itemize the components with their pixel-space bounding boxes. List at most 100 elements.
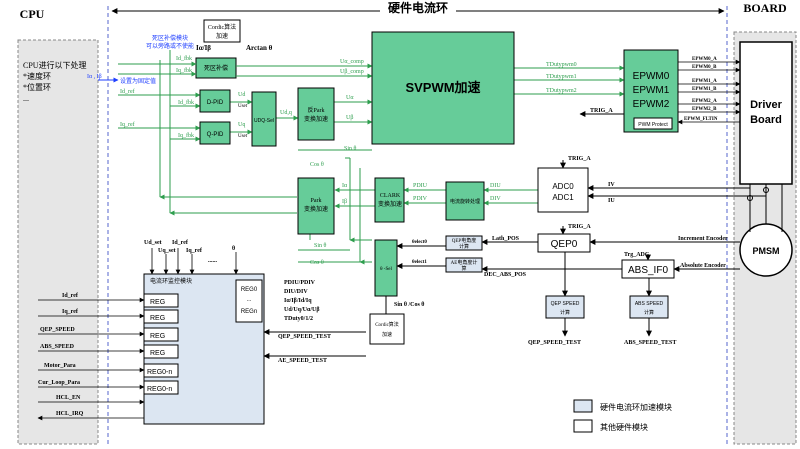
adc-line1: ADC0 xyxy=(552,182,574,191)
legend-other-swatch xyxy=(573,419,593,433)
sig-tduty0: TDutypwm0 xyxy=(546,62,577,68)
cordic-bottom-line2: 加速 xyxy=(382,331,392,338)
dec-abs-pos-label: DEC_ABS_POS xyxy=(484,272,527,278)
sig-tduty1: TDutypwm1 xyxy=(546,74,577,80)
sensor-dot-2 xyxy=(763,187,769,193)
pwm-protect-label: PWM Protect xyxy=(638,122,668,128)
epwm-output-lines xyxy=(677,59,741,125)
top-dots: ...... xyxy=(208,258,218,264)
park-block xyxy=(297,177,335,235)
top-theta: θ xyxy=(232,246,235,252)
clark-line1: CLARK xyxy=(380,193,401,199)
ipark-line1: 反Park xyxy=(308,106,325,114)
incremental-enc-label: Increment Encoder xyxy=(678,236,728,242)
monitor-reg0: REG0 xyxy=(241,287,258,293)
trig-a-label-1: TRIG_A xyxy=(590,108,613,114)
green-signal-labels: Id_fbk Iq_fbk Id_ref Id_fbk Iq_ref Iq_fb… xyxy=(120,55,577,266)
sig-id-fdbk-1: Id_fbk xyxy=(176,55,192,62)
id-iq-note: Iα , Iβ xyxy=(87,74,102,80)
input-id-ref: Id_ref xyxy=(62,293,79,299)
ipark-block xyxy=(297,87,335,141)
sig-ud-set: Uset xyxy=(238,104,248,109)
udq-sel-label: UDQ-Sel xyxy=(254,118,274,124)
sig-di-v: DIV xyxy=(490,196,501,202)
theta-sel-label: θ -Sel xyxy=(380,267,392,272)
monitor-qep-speed-test: QEP_SPEED_TEST xyxy=(278,334,331,340)
lath-pos-label: Lath_POS xyxy=(492,236,520,242)
epwm0-label: EPWM0 xyxy=(633,71,670,82)
sig-u-comp2: Uβ_comp xyxy=(340,69,364,75)
svpwm-label: SVPWM加速 xyxy=(405,80,480,95)
sig-id-fdbk-2: Id_fbk xyxy=(178,99,194,106)
board-region-title: BOARD xyxy=(743,1,787,15)
cpu-line-3: *位置环 xyxy=(23,82,51,92)
monitor-input-labels: Id_ref Iq_ref QEP_SPEED ABS_SPEED Motor_… xyxy=(38,293,84,417)
clark-line2: 变换加速 xyxy=(378,200,402,208)
current-rot-label: 电流旋转处理 xyxy=(450,198,480,205)
d-pid-label: D-PID xyxy=(207,100,224,106)
theta-elec1: θelect1 xyxy=(412,260,427,265)
qep-speed-line2: 计算 xyxy=(560,309,570,316)
udq-sel-block xyxy=(251,91,277,147)
qep-speed-line1: QEP SPEED xyxy=(551,301,580,307)
epwm1-b: EPWM1_B xyxy=(692,87,717,92)
theta-elec0: θelect0 xyxy=(412,240,427,245)
driver-board-line1: Driver xyxy=(750,99,783,111)
input-motor-para: Motor_Para xyxy=(44,363,76,369)
sig-iq-fdbk-1: Iq_fbk xyxy=(176,67,192,74)
input-abs-speed: ABS_SPEED xyxy=(40,344,75,350)
arctan-io: Iα/Iβ xyxy=(196,44,211,52)
cpu-region-title: CPU xyxy=(20,7,45,21)
monitor-top-labels: Ud_set Uq_set Id_ref Iq_ref ...... θ xyxy=(144,240,235,264)
monitor-out-2: DIU/DIV xyxy=(284,289,308,295)
trig-a-label-3: TRIG_A xyxy=(568,224,591,230)
epwm2-a: EPWM2_A xyxy=(692,99,717,104)
driver-board-block xyxy=(739,41,793,185)
sig-id-ref: Id_ref xyxy=(120,88,135,95)
pwm-protect-block xyxy=(633,117,673,130)
cpu-line-1: CPU进行以下处理 xyxy=(23,60,87,70)
sig-uq: Uq xyxy=(238,122,245,128)
sig-tduty2: TDutypwm2 xyxy=(546,88,577,94)
reg-label-3: REG xyxy=(150,333,165,340)
trig-adc-label: Trg_ADC xyxy=(624,252,649,258)
monitor-ae-speed-test: AE_SPEED_TEST xyxy=(278,358,327,364)
driver-board-line2: Board xyxy=(750,114,782,126)
monitor-out-5: TDuty0/1/2 xyxy=(284,316,313,322)
current-rot-block xyxy=(445,181,485,221)
sig-iq-fdbk-2: Iq_fbk xyxy=(178,132,194,139)
abs-if0-label: ABS_IF0 xyxy=(628,265,668,276)
sig-sin-bot: Sin θ xyxy=(314,243,327,249)
cordic-bottom-block xyxy=(369,313,405,345)
epwm1-label: EPWM1 xyxy=(633,85,670,96)
sig-pdi-u: PDIU xyxy=(413,183,428,189)
epwm2-label: EPWM2 xyxy=(633,99,670,110)
abs-speed-line2: 计算 xyxy=(644,309,654,316)
abs-speed-test-label: ABS_SPEED_TEST xyxy=(624,340,676,346)
sig-sin-top: Sin θ xyxy=(344,146,357,152)
epwm1-a: EPWM1_A xyxy=(692,79,717,84)
park-line1: Park xyxy=(311,198,322,204)
clark-block xyxy=(374,177,405,223)
qep-angle-line2: 计算 xyxy=(459,243,469,250)
ae-angle-line1: AE电角度计 xyxy=(451,259,478,266)
abs-speed-line1: ABS SPEED xyxy=(635,301,664,307)
monitor-output-labels: PDIU/PDIV DIU/DIV Iα/Iβ/Id/Iq Ud/Uq/Uα/U… xyxy=(278,280,331,364)
reg-label-6: REG0-n xyxy=(147,386,172,393)
epwm2-b: EPWM2_B xyxy=(692,107,717,112)
epwm0-b: EPWM0_B xyxy=(692,65,717,70)
monitor-regs-box xyxy=(235,279,263,323)
trig-a-label-2: TRIG_A xyxy=(568,156,591,162)
adc-block xyxy=(537,167,589,213)
svpwm-block xyxy=(371,31,515,145)
ae-angle-block xyxy=(445,257,483,273)
epwm-output-labels: EPWM0_A EPWM0_B EPWM1_A EPWM1_B EPWM2_A … xyxy=(684,57,718,122)
epwm0-a: EPWM0_A xyxy=(692,57,717,62)
reg-label-2: REG xyxy=(150,315,165,322)
cordic-top-block xyxy=(203,19,241,43)
absolute-enc-label: Absolute Encoder xyxy=(680,263,726,269)
sig-cos-top: Cos θ xyxy=(310,162,324,168)
comp-note-2: 可以旁路或不使能 xyxy=(146,42,194,50)
legend-other-label: 其他硬件模块 xyxy=(600,422,648,432)
